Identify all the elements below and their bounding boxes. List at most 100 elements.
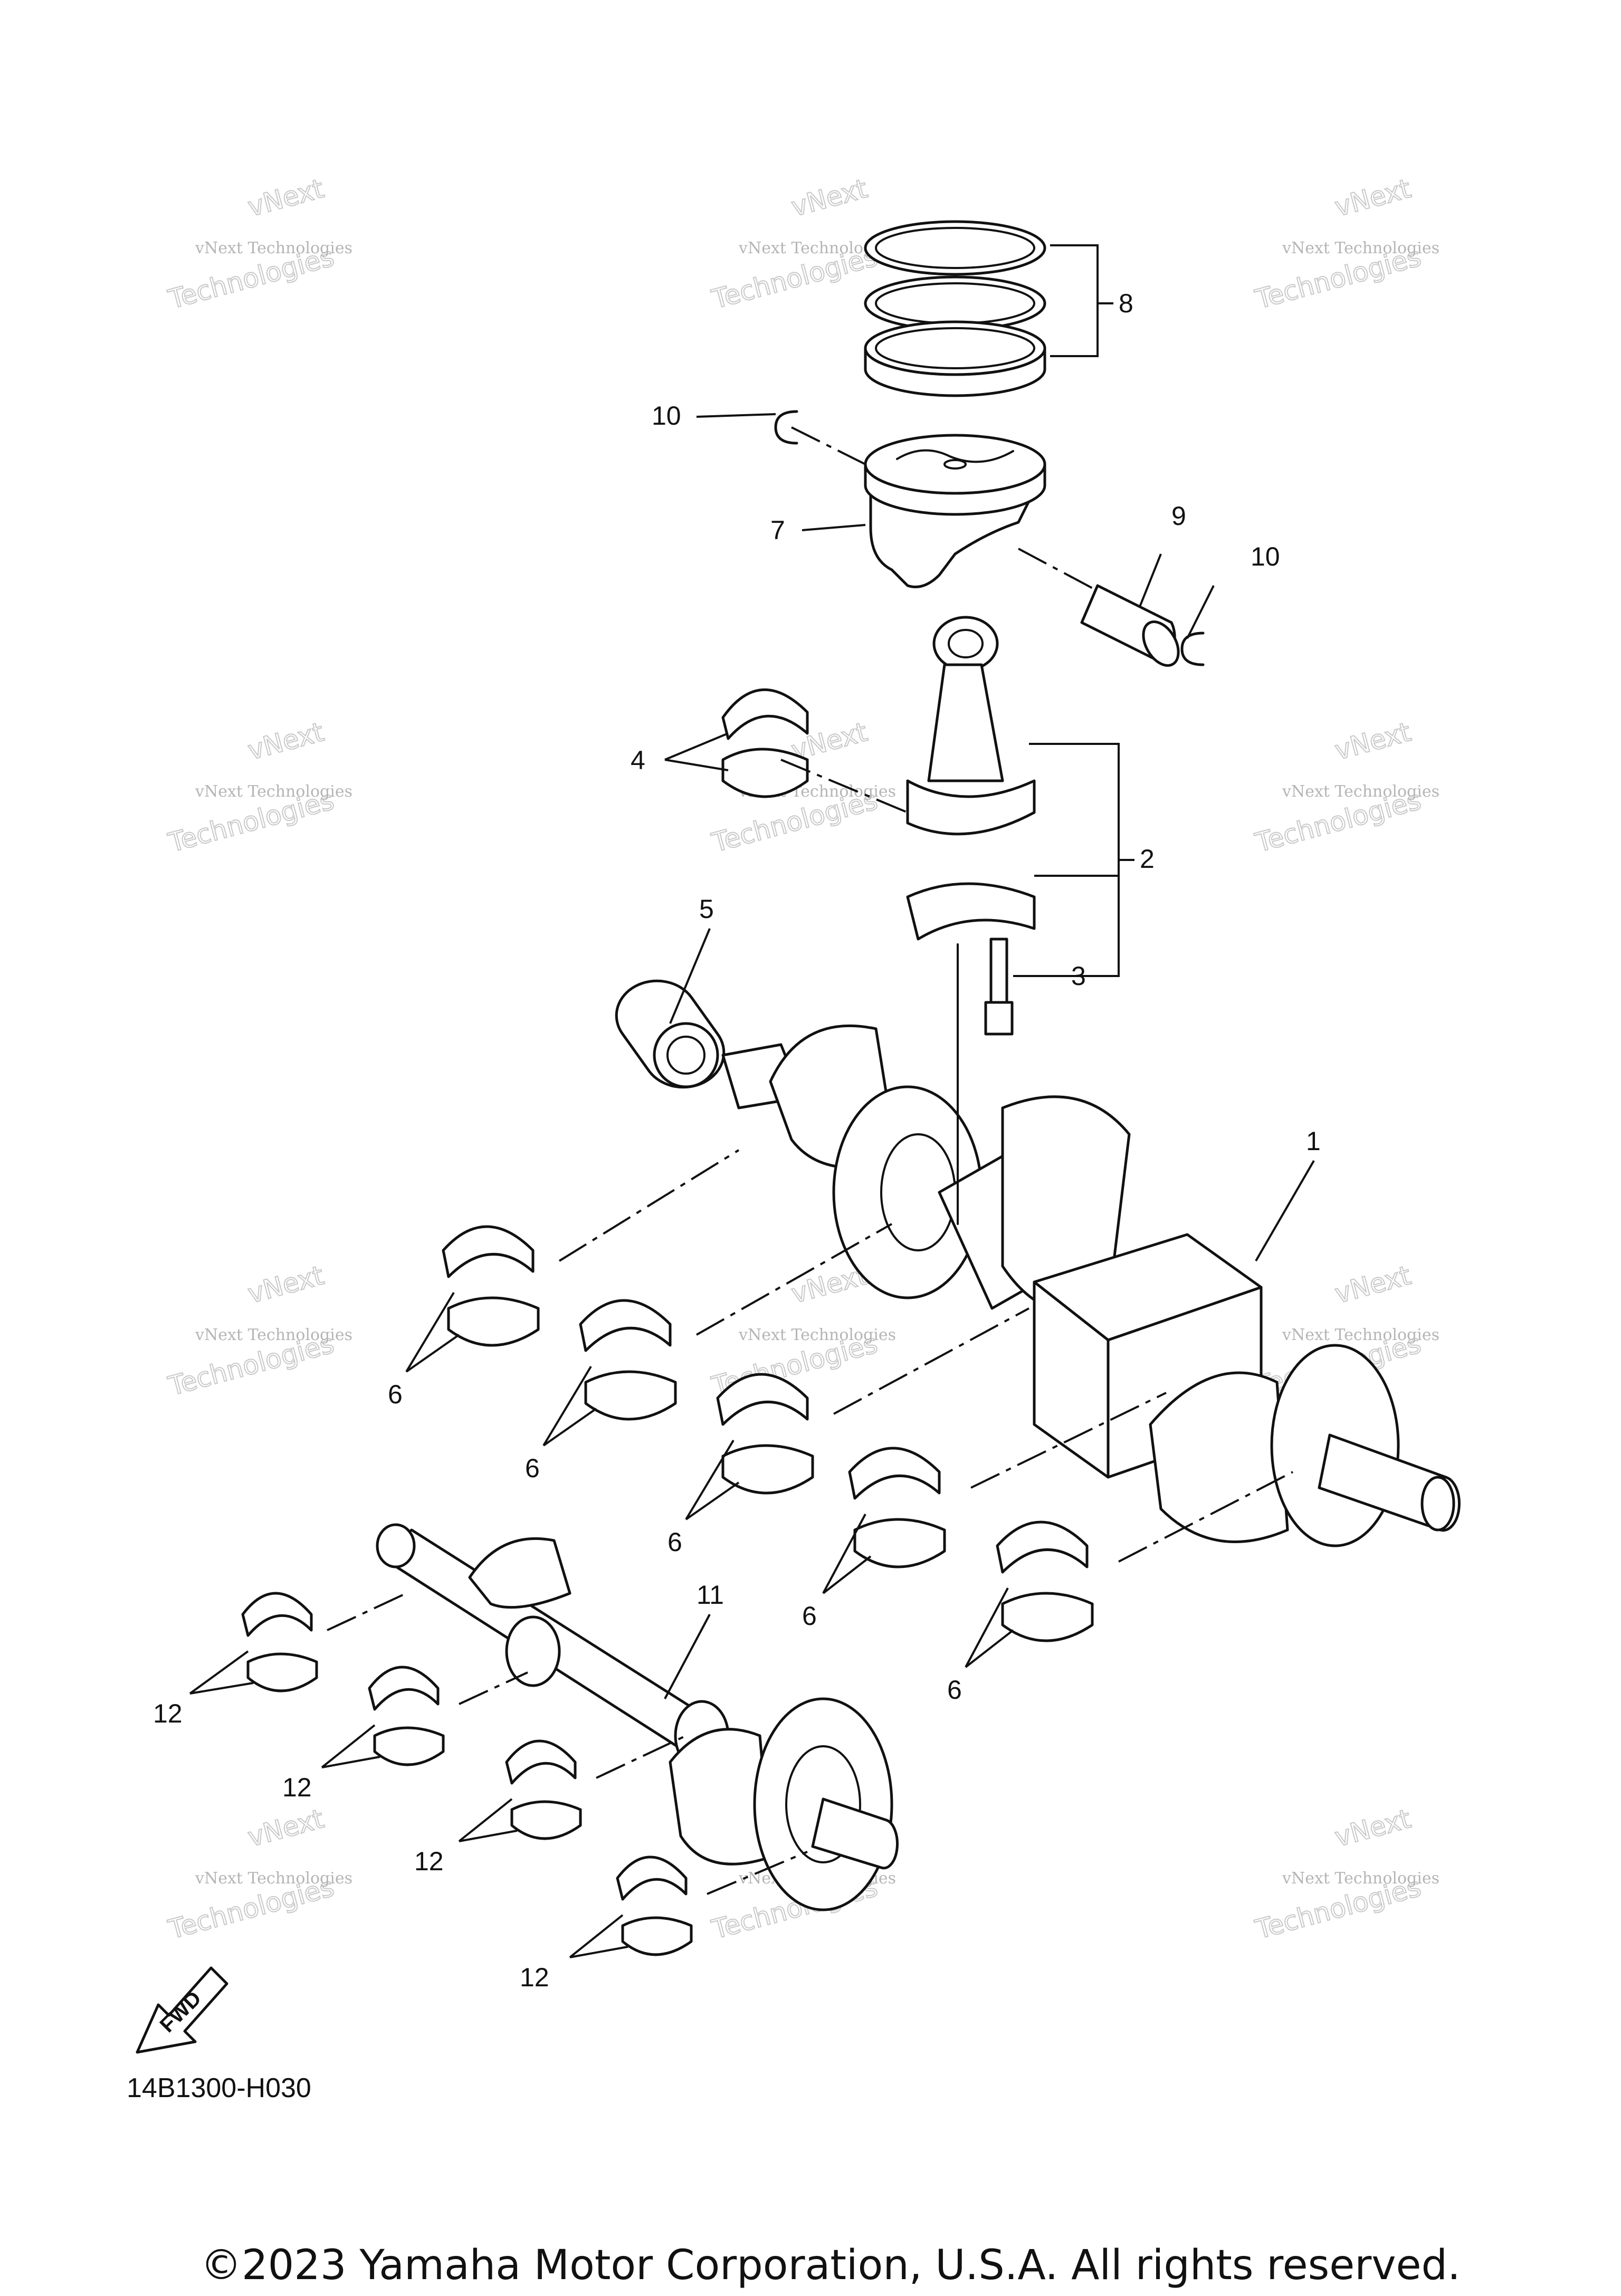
alignment-line-12d	[707, 1851, 808, 1895]
copyright-notice: ©2023 Yamaha Motor Corporation, U.S.A. A…	[201, 2242, 1461, 2289]
conrod-big-end	[906, 779, 1036, 836]
crankshaft-right-end	[1420, 1476, 1455, 1532]
main-bearing-pair[interactable]	[716, 1373, 814, 1495]
piston-crown	[864, 434, 1046, 495]
balancer-bearing-pair[interactable]	[241, 1592, 318, 1692]
leader-7	[802, 524, 866, 531]
piston-ring-set[interactable]	[864, 220, 1046, 397]
callout-10a: 10	[652, 401, 681, 430]
alignment-line-12c	[596, 1735, 686, 1779]
circlip-left[interactable]	[774, 410, 798, 445]
watermark-text: vNext	[788, 173, 871, 223]
conrod-bolt[interactable]	[984, 937, 1014, 1036]
watermark-text: vNext	[245, 1260, 327, 1309]
watermark-text: vNext	[1332, 1260, 1414, 1309]
leader-11	[664, 1614, 711, 1699]
callout-12b: 12	[282, 1773, 312, 1802]
watermark-text: vNext	[1332, 716, 1414, 766]
leader-12b	[321, 1724, 380, 1768]
alignment-line-circlip-piston	[791, 426, 866, 465]
alignment-line-6d	[970, 1392, 1167, 1489]
balancer-shaft-left-end	[376, 1523, 416, 1568]
alignment-line-bearing-conrod	[780, 759, 908, 814]
balancer-bearing-lower	[246, 1652, 318, 1692]
leader-5	[669, 928, 711, 1024]
conrod-bearing-pair[interactable]	[721, 688, 809, 798]
piston-ring-top[interactable]	[864, 220, 1046, 276]
callout-6a: 6	[388, 1380, 403, 1409]
callout-12a: 12	[153, 1699, 183, 1728]
leader-6b	[542, 1365, 597, 1447]
piston-pin[interactable]	[1080, 584, 1186, 672]
conrod-small-end	[932, 616, 999, 672]
piston-pin-end	[1142, 620, 1180, 667]
watermark-text: vNext Technologies	[1282, 239, 1439, 257]
main-bearing-lower	[853, 1518, 946, 1568]
main-bearing-pair[interactable]	[996, 1520, 1094, 1642]
callout-11: 11	[697, 1580, 724, 1610]
callout-12d: 12	[520, 1963, 549, 1992]
callout-7: 7	[770, 515, 785, 545]
conrod-bolt-shank	[989, 937, 1008, 1009]
leader-8	[1050, 244, 1113, 357]
primary-gear-teeth	[653, 1022, 719, 1088]
watermark: vNext Technologies vNext Technologies	[165, 173, 352, 315]
balancer-bearing-pair[interactable]	[368, 1666, 445, 1766]
callout-4: 4	[631, 745, 645, 775]
piston-center-mark	[943, 459, 967, 470]
balancer-bearing-pair[interactable]	[616, 1855, 693, 1956]
watermark: vNext Technologies vNext Technologies	[165, 716, 352, 859]
fwd-arrow-icon: FWD	[136, 1966, 228, 2054]
watermark-text: vNext Technologies	[738, 1326, 896, 1344]
callout-2: 2	[1140, 844, 1155, 874]
main-bearing-lower	[584, 1370, 677, 1421]
leader-6e	[965, 1587, 1014, 1668]
circlip-right[interactable]	[1180, 632, 1205, 666]
crankshaft[interactable]	[721, 1024, 1461, 1547]
balancer-gear-hub	[785, 1745, 861, 1863]
crank-web-mid	[1001, 1095, 1131, 1315]
callout-6d: 6	[802, 1601, 817, 1631]
balancer-bearing-lower	[510, 1800, 582, 1840]
connecting-rod[interactable]	[906, 616, 1036, 941]
callout-3: 3	[1071, 961, 1086, 991]
watermark-text: vNext Technologies	[195, 1326, 352, 1344]
leader-9	[1139, 553, 1162, 607]
watermark: vNext Technologies vNext Technologies	[1252, 173, 1439, 315]
callout-6b: 6	[525, 1453, 540, 1483]
callout-10b: 10	[1251, 542, 1280, 571]
leader-6d	[822, 1514, 872, 1594]
main-bearing-pair[interactable]	[442, 1225, 540, 1347]
fwd-arrow-shape	[136, 1966, 228, 2054]
balancer-bearing-upper	[241, 1592, 313, 1637]
diagram-code: 14B1300-H030	[127, 2073, 311, 2103]
conrod-beam	[927, 663, 1004, 782]
balancer-shaft-right-end	[811, 1797, 899, 1870]
main-bearing-upper	[996, 1520, 1089, 1574]
callout-6e: 6	[947, 1675, 962, 1705]
leader-4	[664, 732, 729, 771]
main-bearing-pair[interactable]	[579, 1299, 677, 1421]
main-bearing-lower	[1001, 1592, 1094, 1642]
oil-ring-inner	[875, 327, 1035, 369]
leader-1	[1255, 1160, 1315, 1262]
watermark-text: vNext Technologies	[195, 1869, 352, 1888]
watermark-text: vNext Technologies	[1282, 1326, 1439, 1344]
balancer-bearing-upper	[368, 1666, 440, 1711]
piston[interactable]	[864, 434, 1046, 588]
oil-ring-top	[864, 320, 1046, 376]
leader-12c	[458, 1798, 518, 1842]
balancer-shaft[interactable]	[376, 1523, 899, 1911]
main-bearing-upper	[848, 1447, 941, 1500]
watermark-text: vNext Technologies	[195, 239, 352, 257]
callout-1: 1	[1306, 1126, 1321, 1156]
balancer-bearing-lower	[373, 1726, 445, 1766]
callout-5: 5	[699, 894, 714, 924]
main-bearing-pair[interactable]	[848, 1447, 946, 1568]
primary-gear[interactable]	[615, 979, 726, 1089]
balancer-bearing-pair[interactable]	[505, 1739, 582, 1840]
watermark-text: vNext Technologies	[1282, 1869, 1439, 1888]
leader-10b	[1186, 585, 1215, 639]
alignment-line-6b	[696, 1223, 892, 1336]
